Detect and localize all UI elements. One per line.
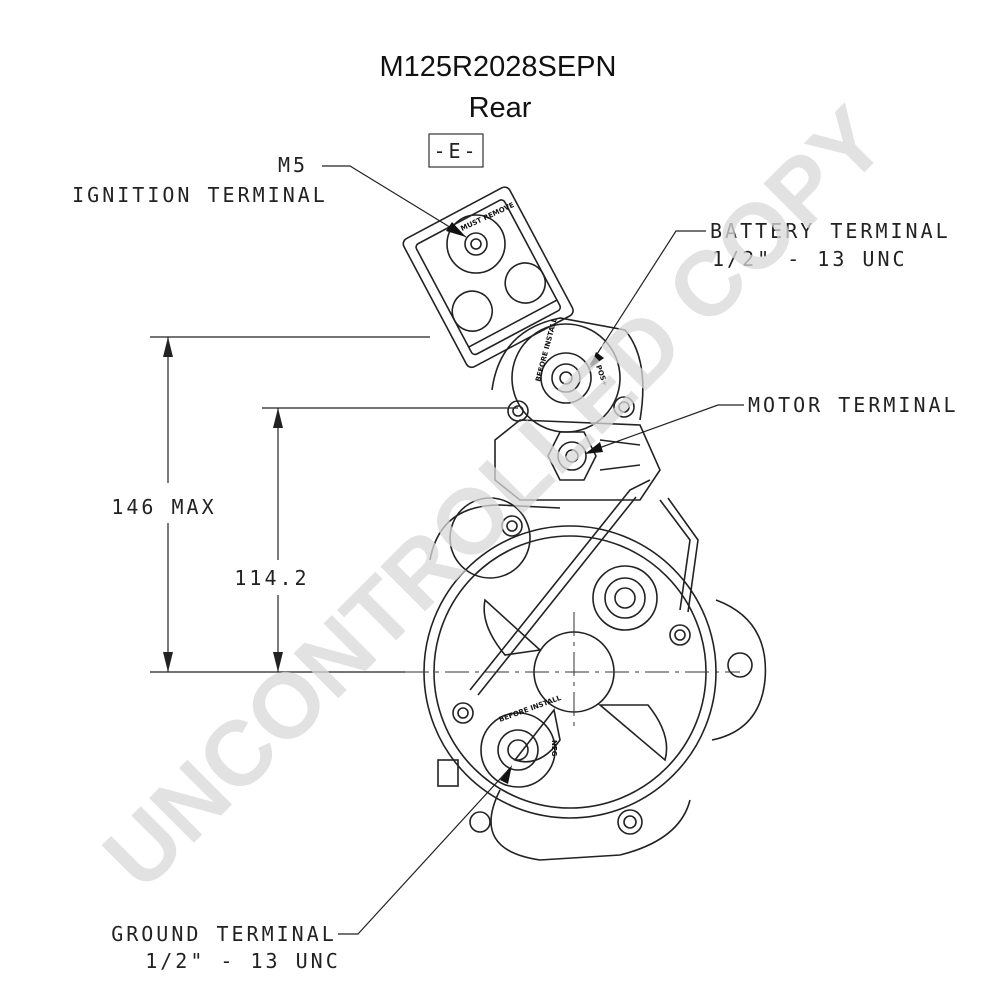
datum-box: -E- (428, 133, 484, 168)
motor-callout-line1: MOTOR TERMINAL (748, 393, 959, 417)
dimension-114 (262, 407, 518, 672)
battery-callout-line1: BATTERY TERMINAL (710, 219, 951, 243)
centerlines (405, 612, 740, 730)
motor-terminal-assembly (494, 419, 661, 501)
callout-battery: BATTERY TERMINAL 1/2" - 13 UNC (589, 219, 951, 368)
battery-callout-line2: 1/2" - 13 UNC (712, 247, 908, 271)
callout-motor: MOTOR TERMINAL (585, 393, 959, 454)
solenoid-housing (402, 186, 574, 369)
dimension-114-label: 114.2 (234, 566, 309, 590)
datum-label: -E- (433, 139, 478, 163)
connecting-lead (469, 479, 699, 696)
dimension-146-label: 146 MAX (111, 495, 216, 519)
dimension-146 (150, 336, 430, 673)
callout-ground: GROUND TERMINAL 1/2" - 13 UNC (111, 765, 512, 973)
part-number-title: M125R2028SEPN (380, 51, 617, 83)
view-title: Rear (469, 92, 532, 124)
neg-stamp: NEG (550, 740, 558, 757)
ground-callout-line2: 1/2" - 13 UNC (145, 949, 341, 973)
ignition-callout-line1: M5 (278, 153, 308, 177)
ground-callout-line1: GROUND TERMINAL (111, 922, 337, 946)
ignition-callout-line2: IGNITION TERMINAL (72, 183, 328, 207)
callout-ignition: M5 IGNITION TERMINAL (72, 153, 467, 238)
